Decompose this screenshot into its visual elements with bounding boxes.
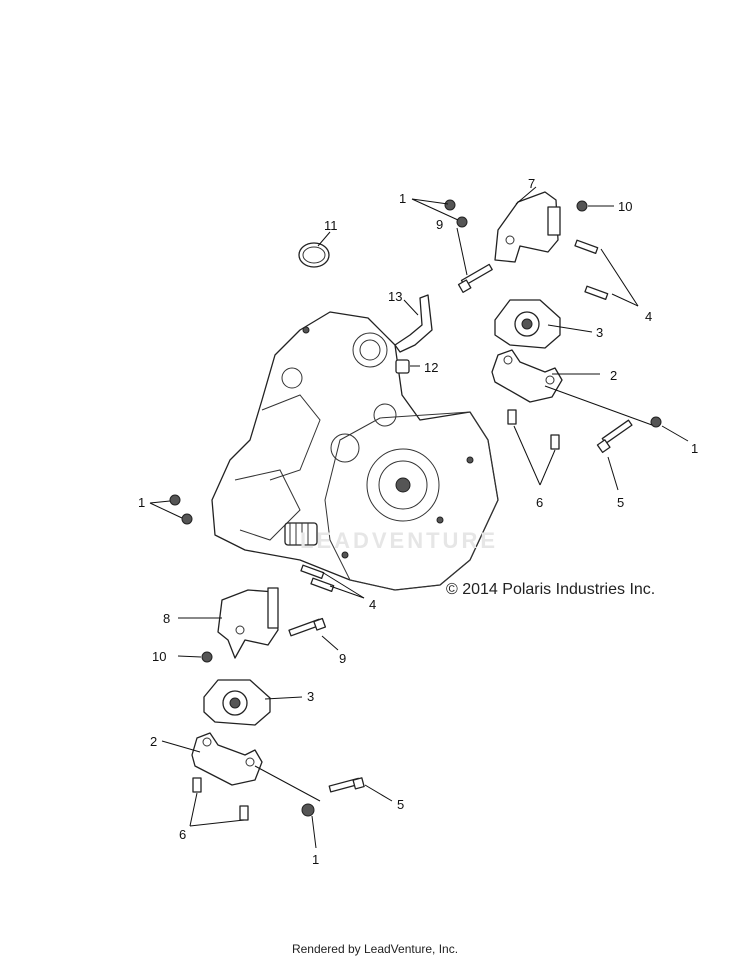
callout-9: 9: [339, 651, 346, 666]
bolt-5-top: [596, 419, 633, 454]
footer-credit: Rendered by LeadVenture, Inc.: [291, 942, 459, 956]
copyright-text: © 2014 Polaris Industries Inc.: [446, 581, 656, 598]
callout-4: 4: [645, 309, 652, 324]
callout-10: 10: [618, 199, 632, 214]
bolt-9-top: [457, 263, 493, 293]
callout-5: 5: [397, 797, 404, 812]
bracket-7: [494, 191, 561, 263]
bolt-5-bottom: [328, 777, 365, 793]
callouts: 1 7 10 11 9 13 4 3 12 2 1 6 5 1 4 8 9 10…: [138, 176, 698, 867]
bolt-9-bottom: [288, 617, 327, 637]
callout-3: 3: [307, 689, 314, 704]
bolts-4-top: [574, 239, 609, 300]
bracket-2-bottom: [191, 732, 263, 786]
callout-10: 10: [152, 649, 166, 664]
callout-1: 1: [312, 852, 319, 867]
callout-9: 9: [436, 217, 443, 232]
callout-13: 13: [388, 289, 402, 304]
bolts-4-bottom: [300, 564, 335, 592]
leader-lines: [149, 186, 689, 849]
callout-7: 7: [528, 176, 535, 191]
callout-8: 8: [163, 611, 170, 626]
callout-4: 4: [369, 597, 376, 612]
mount-3-bottom: [203, 679, 271, 726]
cap-12: [395, 359, 410, 374]
hose-13: [394, 294, 433, 353]
nut-10-top: [576, 200, 588, 212]
callout-1: 1: [691, 441, 698, 456]
callout-5: 5: [617, 495, 624, 510]
callout-6: 6: [179, 827, 186, 842]
nut-1-top: [444, 199, 468, 228]
callout-1: 1: [399, 191, 406, 206]
mount-3-top: [494, 299, 561, 349]
bracket-2-top: [491, 349, 563, 403]
nuts-1-left: [169, 494, 193, 525]
nut-1-bottom: [301, 803, 315, 817]
callout-3: 3: [596, 325, 603, 340]
callout-2: 2: [610, 368, 617, 383]
nut-10-bottom: [201, 651, 213, 663]
bolts-6-top: [507, 409, 560, 450]
bracket-8: [217, 587, 279, 659]
nut-1-right: [650, 416, 662, 428]
callout-11: 11: [324, 218, 338, 233]
watermark: LEADVENTURE: [300, 528, 499, 553]
transmission-case: [211, 311, 499, 591]
callout-1: 1: [138, 495, 145, 510]
bolts-6-bottom: [192, 777, 249, 821]
callout-12: 12: [424, 360, 438, 375]
callout-6: 6: [536, 495, 543, 510]
clamp-11: [298, 242, 330, 268]
callout-2: 2: [150, 734, 157, 749]
